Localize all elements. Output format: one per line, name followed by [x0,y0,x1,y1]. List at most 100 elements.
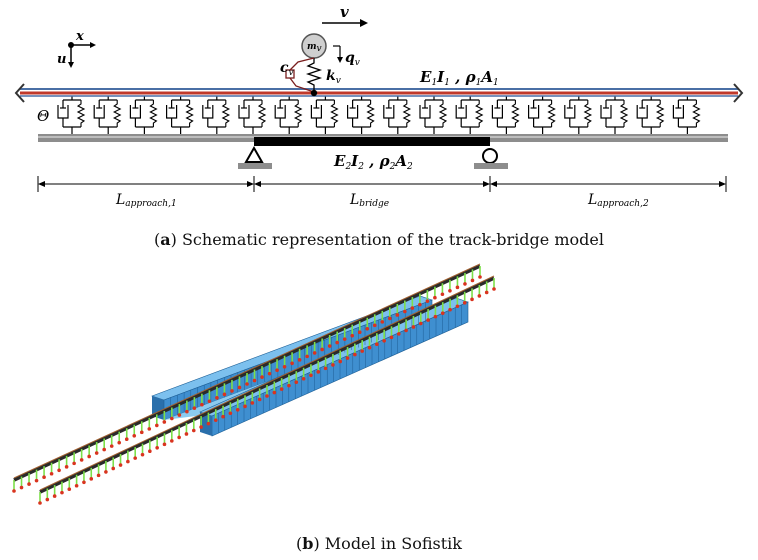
support-node [72,461,76,466]
support-node [27,482,31,486]
support-node [484,290,489,295]
vehicle-damper-link [289,57,315,93]
caption-a: (a) Schematic representation of the trac… [154,230,604,249]
support-node [155,445,159,450]
spring-damper-unit [57,96,86,134]
support-node [139,430,144,435]
support-node [117,440,122,445]
mass-label: mv [307,42,322,54]
track-1 [12,263,482,493]
support-node [477,294,482,298]
support-node [243,404,247,409]
theta-label: Θ [37,107,49,125]
support-node [404,328,408,333]
support-node [133,456,137,460]
caption-b: (b) Model in Sofistik [296,534,462,553]
span-label-approach-1: Lapproach,1 [115,192,177,209]
load-arrow [337,57,343,63]
velocity-arrow [360,19,368,27]
roller-support [482,148,498,164]
support-node [448,289,452,293]
support-node [440,311,445,315]
support-node [462,301,467,305]
spring-damper-unit [383,96,412,134]
support-node [45,497,50,502]
support-node [426,318,430,322]
support-node [492,287,496,291]
spring-damper-unit [600,96,629,134]
support-node [353,352,357,357]
spring-damper-unit [527,96,556,134]
support-node [290,361,294,366]
support-node [42,475,46,479]
support-node [177,435,181,440]
support-node [375,342,379,347]
support-node [350,333,355,338]
support-node [34,478,39,483]
support-node [87,454,91,459]
support-node [345,356,350,360]
support-node [380,320,385,324]
velocity-label: v [340,3,349,21]
roller-support-ground [474,163,508,169]
support-node [367,345,372,350]
support-node [257,397,262,402]
support-node [162,420,167,424]
support-node [12,489,16,493]
rail-beam-properties: E1I1 , ρ1A1 [419,68,499,88]
span-dimensions: Lapproach,1 Lbridge Lapproach,2 [37,176,727,209]
schematic-panel: x u Θ v mv qv cv kv E1I1 , ρ1A1 E2I2 , ρ… [14,3,744,209]
pin-support-ground [238,163,272,169]
support-node [213,418,218,422]
span-label-approach-2: Lapproach,2 [587,192,649,209]
support-node [275,368,279,372]
support-node [455,304,460,309]
support-node [191,428,196,433]
support-node [250,401,255,405]
support-node [200,402,204,407]
support-node [252,378,257,383]
axis-x-label: x [75,29,84,44]
support-node [192,406,197,410]
support-node [177,413,182,417]
support-node [309,373,313,378]
support-node [260,375,264,379]
spring-damper-unit [636,96,665,134]
support-node [327,344,332,348]
axis-u-label: u [57,52,66,67]
support-node [222,392,227,397]
support-node [418,321,423,326]
support-node [57,468,61,473]
support-node [360,349,364,353]
spring-damper-unit [238,96,267,134]
support-node [199,425,203,429]
spring-damper-unit [166,96,194,134]
spring-damper-unit [455,96,484,134]
support-node [316,370,321,374]
support-node [79,458,84,462]
support-node [267,371,272,376]
spring-damper-unit [672,96,701,134]
spring-damper-unit [202,96,231,134]
support-node [245,382,249,386]
support-node [418,302,422,307]
spring-damper-unit [93,96,122,134]
support-node [320,347,324,352]
spring-damper-unit [129,96,158,134]
support-node [342,337,347,341]
rail-break-right [733,83,744,103]
spring-label: kv [326,68,341,86]
track-2 [38,275,496,505]
spring-damper-unit [491,96,520,134]
vehicle-damper [285,69,295,79]
support-node [74,483,79,488]
load-label: qv [345,50,360,68]
support-node [297,358,302,362]
support-node [147,427,152,431]
pin-support [244,145,264,163]
support-node [388,316,392,321]
support-node [395,313,400,317]
support-node [162,442,167,447]
support-node [132,433,137,438]
